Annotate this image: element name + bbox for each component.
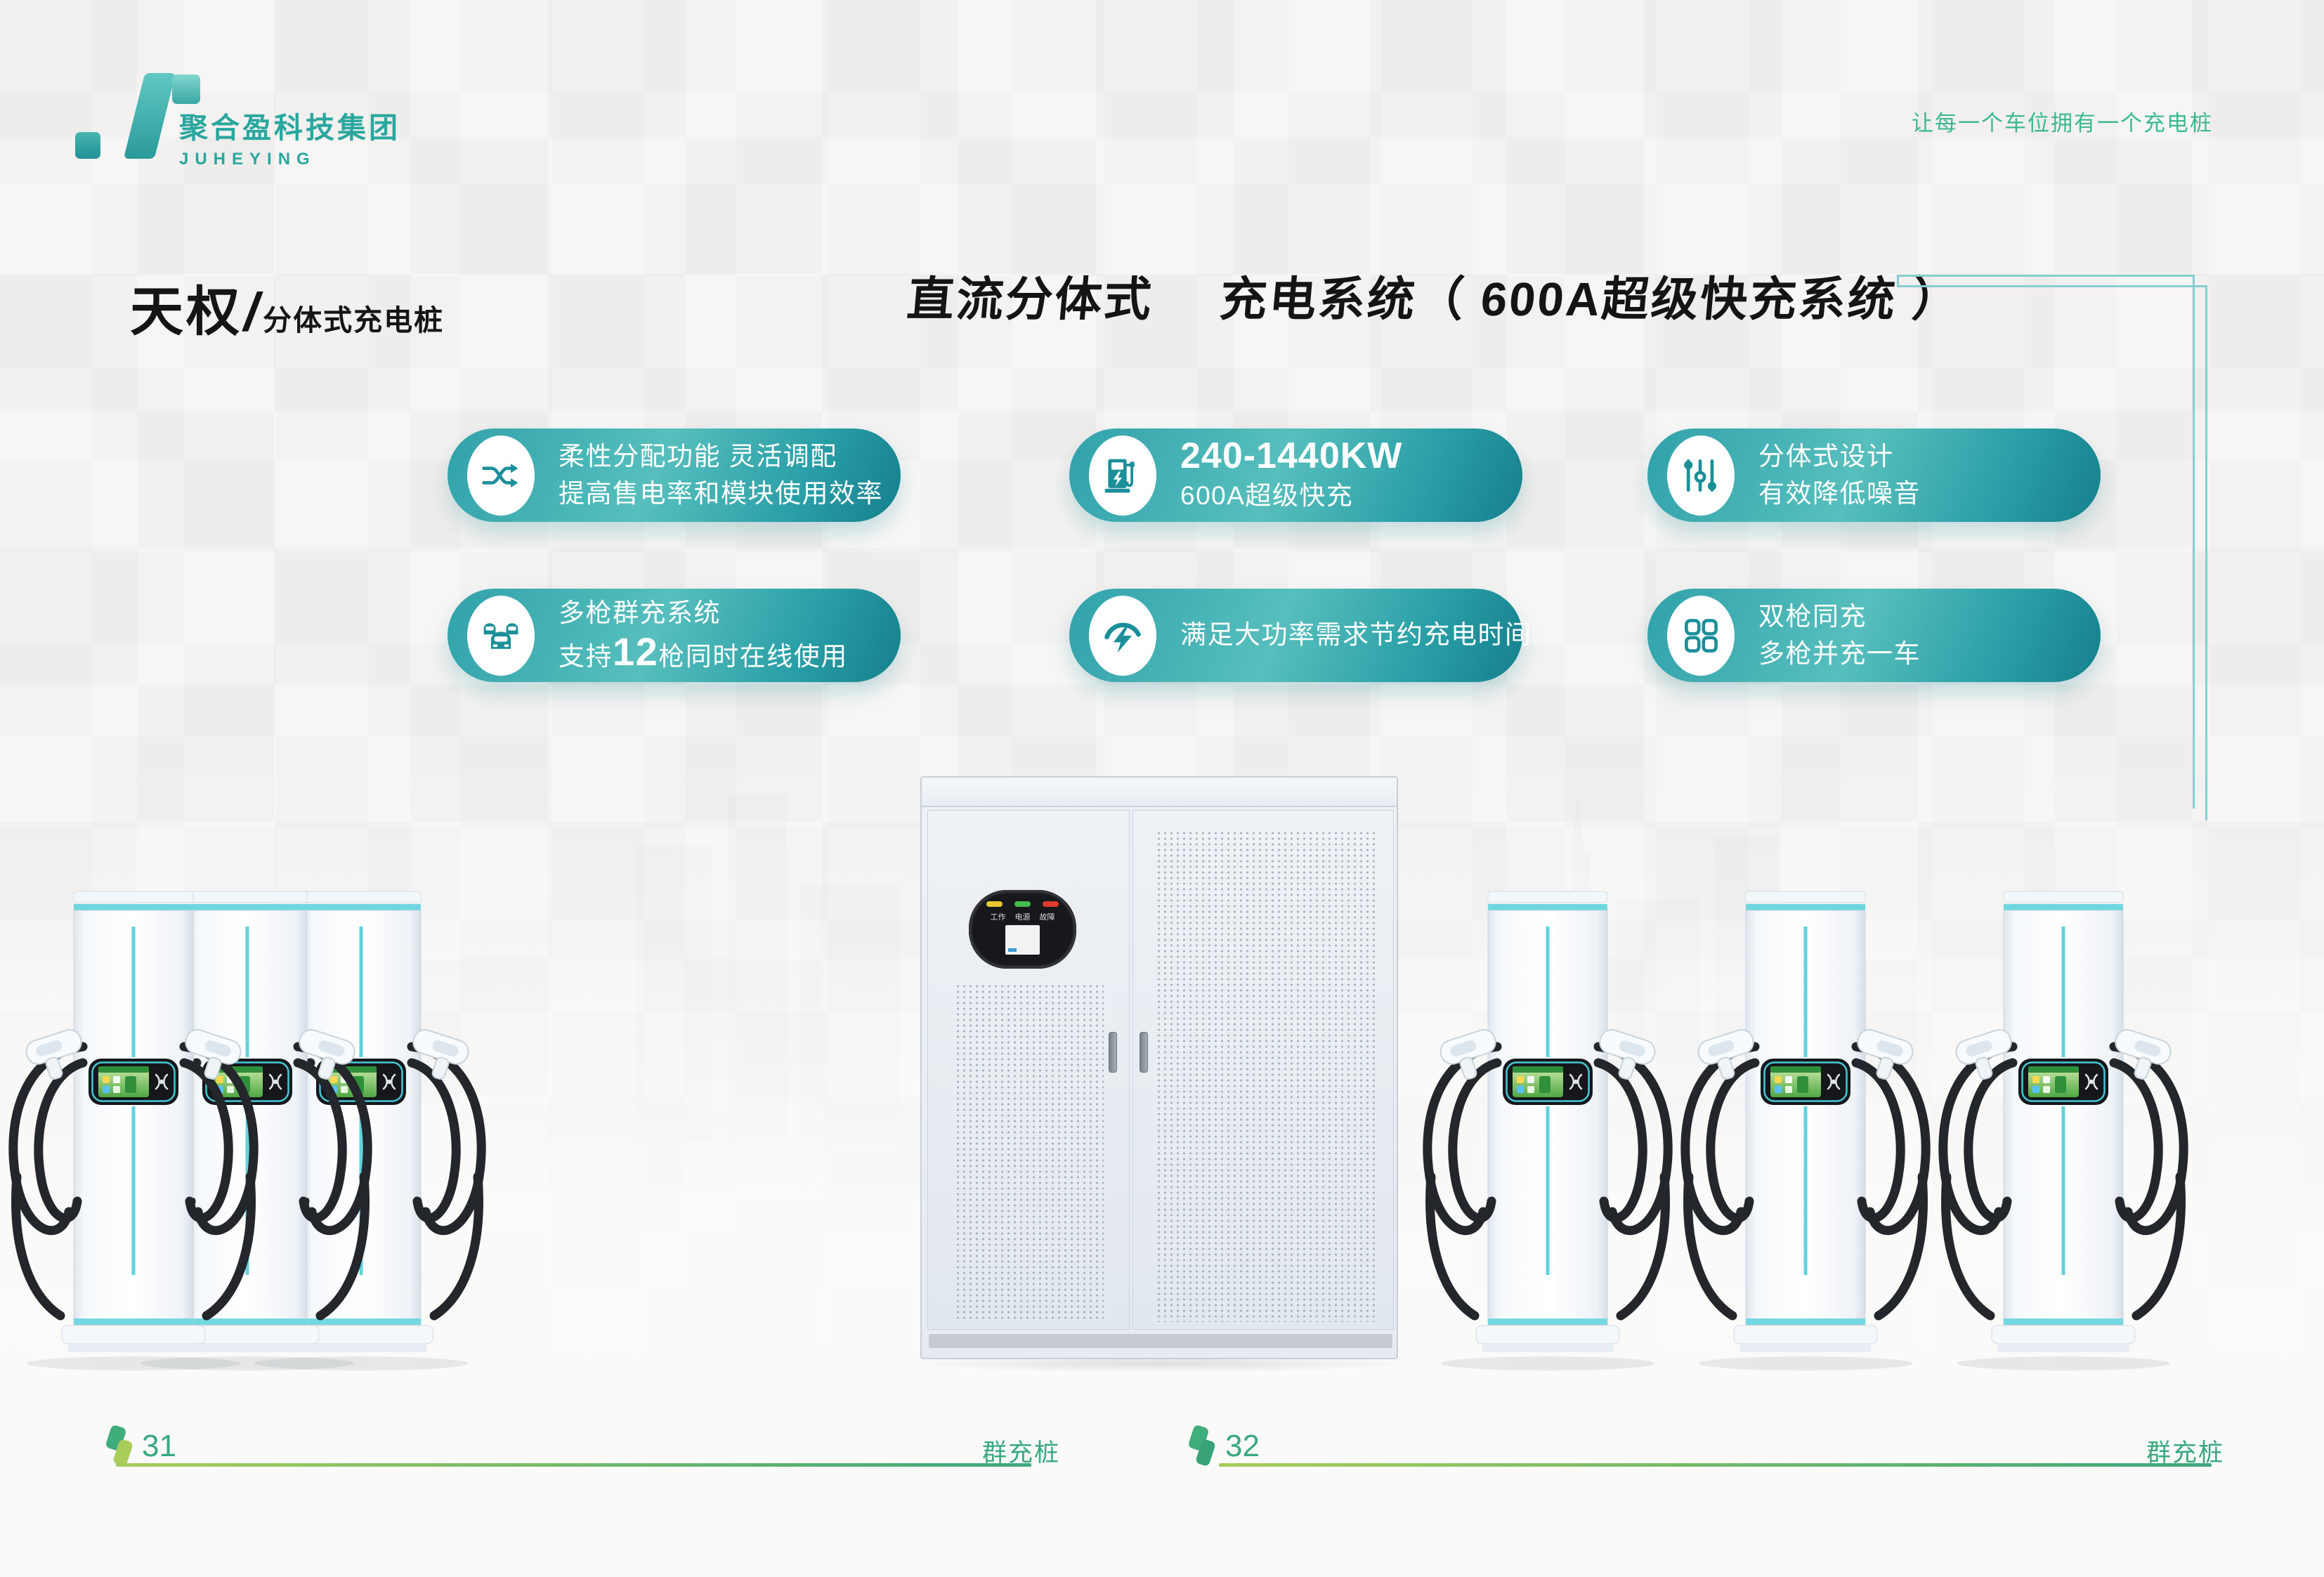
- fault-light: [1043, 901, 1059, 907]
- company-name-en: JUHEYING: [179, 150, 316, 169]
- cabinet-control-panel: 工作 电源 故障: [969, 890, 1076, 969]
- feature-pill-multi-gun-group: 多枪群充系统 支持12枪同时在线使用: [448, 589, 901, 682]
- page-title-left: 直流分体式: [905, 273, 1156, 326]
- footer-bolt-icon: [1187, 1424, 1225, 1467]
- page-title: 直流分体式 充电系统（ 600A超级快充系统 ）: [905, 261, 1965, 329]
- feature-line: 满足大功率需求节约充电时间: [1180, 620, 1532, 650]
- feature-headline: 240-1440KW: [1180, 436, 1403, 477]
- company-logo: 聚合盈科技集团 JUHEYING: [74, 70, 467, 176]
- page-title-right: 充电系统（ 600A超级快充系统 ）: [1218, 273, 1964, 326]
- charging-pile: [1414, 882, 1681, 1373]
- feature-line: 多枪并充一车: [1758, 639, 1921, 668]
- feature-line: 提高售电率和模块使用效率: [559, 478, 883, 508]
- section-label-left: 群充桩: [982, 1439, 1061, 1467]
- header-slogan: 让每一个车位拥有一个充电桩: [1912, 111, 2213, 136]
- power-light-label: 电源: [1014, 913, 1031, 922]
- cabinet-door-handle: [1140, 1032, 1148, 1073]
- footer-line-left: [116, 1463, 1031, 1467]
- power-cabinet: 工作 电源 故障: [920, 776, 1398, 1359]
- company-name: 聚合盈科技集团: [179, 112, 400, 144]
- page-number-left: 31: [142, 1429, 176, 1463]
- feature-pill-flexible-allocation: 柔性分配功能 灵活调配 提高售电率和模块使用效率: [448, 428, 901, 522]
- cars-icon: [467, 595, 535, 676]
- feature-pill-power-range: 240-1440KW 600A超级快充: [1069, 428, 1522, 522]
- feature-pill-dual-gun: 双枪同充 多枪并充一车: [1647, 589, 2101, 682]
- cabinet-right-door: [1132, 810, 1394, 1330]
- charging-pile: [0, 882, 267, 1373]
- cabinet-base: [929, 1334, 1392, 1348]
- logo-mark-icon: [74, 70, 200, 165]
- ev-charger-icon: [1089, 435, 1156, 516]
- feature-line: 多枪群充系统: [559, 598, 721, 628]
- charging-pile: [1672, 882, 1939, 1373]
- cabinet-top-band: [922, 778, 1397, 807]
- feature-pill-split-design: 分体式设计 有效降低噪音: [1647, 428, 2101, 522]
- footer-line-right: [1219, 1463, 2212, 1467]
- work-light: [986, 901, 1003, 907]
- fault-light-label: 故障: [1039, 913, 1055, 922]
- grid-icon: [1667, 595, 1735, 676]
- sliders-icon: [1667, 435, 1735, 516]
- feature-line: 柔性分配功能 灵活调配: [559, 441, 837, 471]
- page-number-right: 32: [1225, 1429, 1260, 1463]
- cabinet-screen: [1005, 925, 1040, 955]
- feature-line: 支持12枪同时在线使用: [559, 629, 848, 674]
- feature-pill-high-power: 满足大功率需求节约充电时间: [1069, 589, 1531, 682]
- work-light-label: 工作: [990, 913, 1006, 922]
- section-label-right: 群充桩: [2146, 1439, 2225, 1467]
- series-subtitle: 分体式充电桩: [263, 304, 445, 336]
- cabinet-door-handle: [1109, 1032, 1117, 1073]
- feature-line: 分体式设计: [1758, 441, 1894, 471]
- footer-bolt-icon: [105, 1424, 142, 1467]
- indicator-lights: [969, 901, 1076, 907]
- speed-bolt-icon: [1089, 595, 1156, 676]
- shuffle-icon: [467, 435, 535, 516]
- series-title: 天权/分体式充电桩: [130, 268, 444, 346]
- charging-pile: [1930, 882, 2197, 1373]
- gun-count: 12: [613, 629, 659, 674]
- feature-line: 600A超级快充: [1180, 481, 1354, 511]
- cabinet-left-door: [927, 810, 1130, 1330]
- feature-line: 有效降低噪音: [1758, 478, 1921, 508]
- power-light: [1014, 901, 1031, 907]
- series-name: 天权: [130, 282, 242, 342]
- feature-line: 双枪同充: [1758, 601, 1867, 631]
- series-separator: /: [244, 282, 259, 342]
